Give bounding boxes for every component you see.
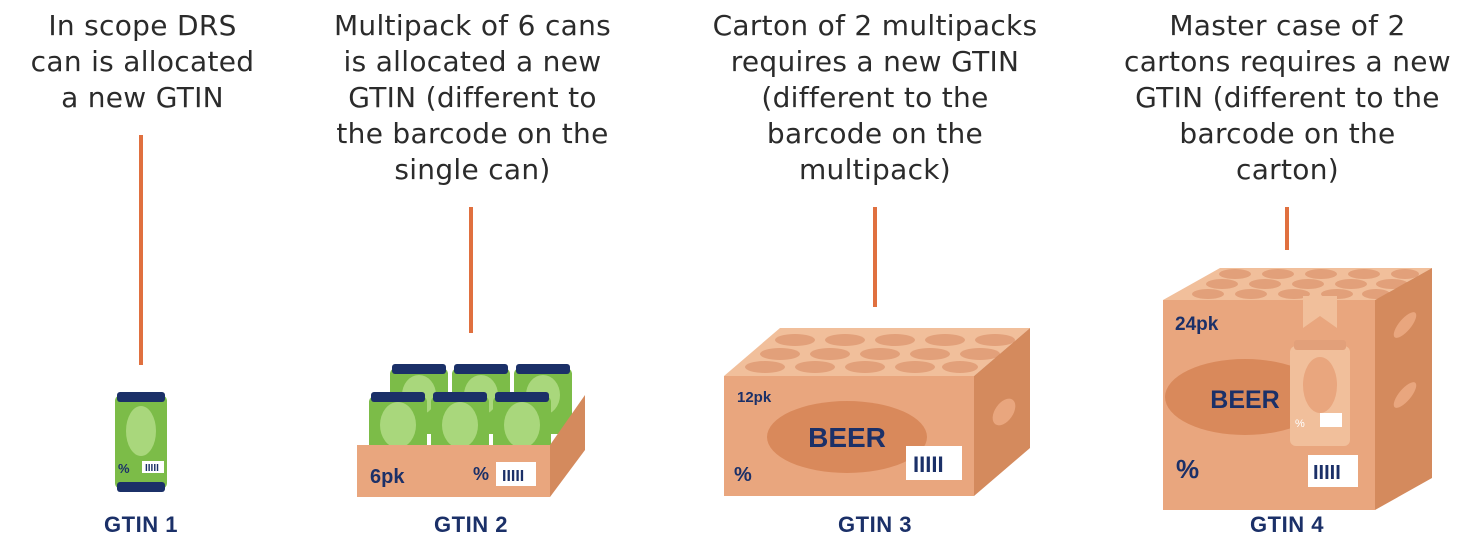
- carton-barcode: IIIII: [913, 452, 944, 477]
- drink-can-icon: % IIIII: [115, 392, 167, 492]
- gtin-label-4: GTIN 4: [1250, 512, 1324, 537]
- can-graphic-icon: %: [1290, 296, 1350, 446]
- carton-icon: 12pk BEER % IIIII: [724, 328, 1030, 496]
- carton-brand: BEER: [808, 422, 886, 453]
- caption-stage-4: Master case of 2 cartons requires a new …: [1124, 9, 1451, 186]
- master-case-pack-label: 24pk: [1175, 314, 1219, 335]
- carton-pack-label: 12pk: [737, 389, 772, 406]
- can-graphic-percent: %: [1295, 418, 1305, 430]
- master-case-barcode: IIIII: [1313, 462, 1341, 484]
- carton-percent: %: [734, 464, 752, 486]
- can-percent: %: [118, 461, 130, 476]
- caption-stage-1: In scope DRS can is allocated a new GTIN: [30, 9, 255, 114]
- can-barcode: IIIII: [145, 463, 159, 474]
- master-case-brand: BEER: [1210, 386, 1279, 414]
- six-pack-label: 6pk: [370, 466, 405, 488]
- gtin-label-3: GTIN 3: [838, 512, 912, 537]
- gtin-label-2: GTIN 2: [434, 512, 508, 537]
- six-pack-percent: %: [473, 464, 489, 484]
- six-pack-barcode: IIIII: [502, 468, 524, 485]
- caption-stage-2: Multipack of 6 cans is allocated a new G…: [333, 9, 612, 186]
- six-pack-icon: 6pk % IIIII: [357, 364, 585, 497]
- gtin-label-1: GTIN 1: [104, 512, 178, 537]
- master-case-percent: %: [1176, 454, 1199, 484]
- caption-stage-3: Carton of 2 multipacks requires a new GT…: [712, 9, 1038, 186]
- master-case-icon: 24pk BEER % % IIIII: [1163, 268, 1432, 510]
